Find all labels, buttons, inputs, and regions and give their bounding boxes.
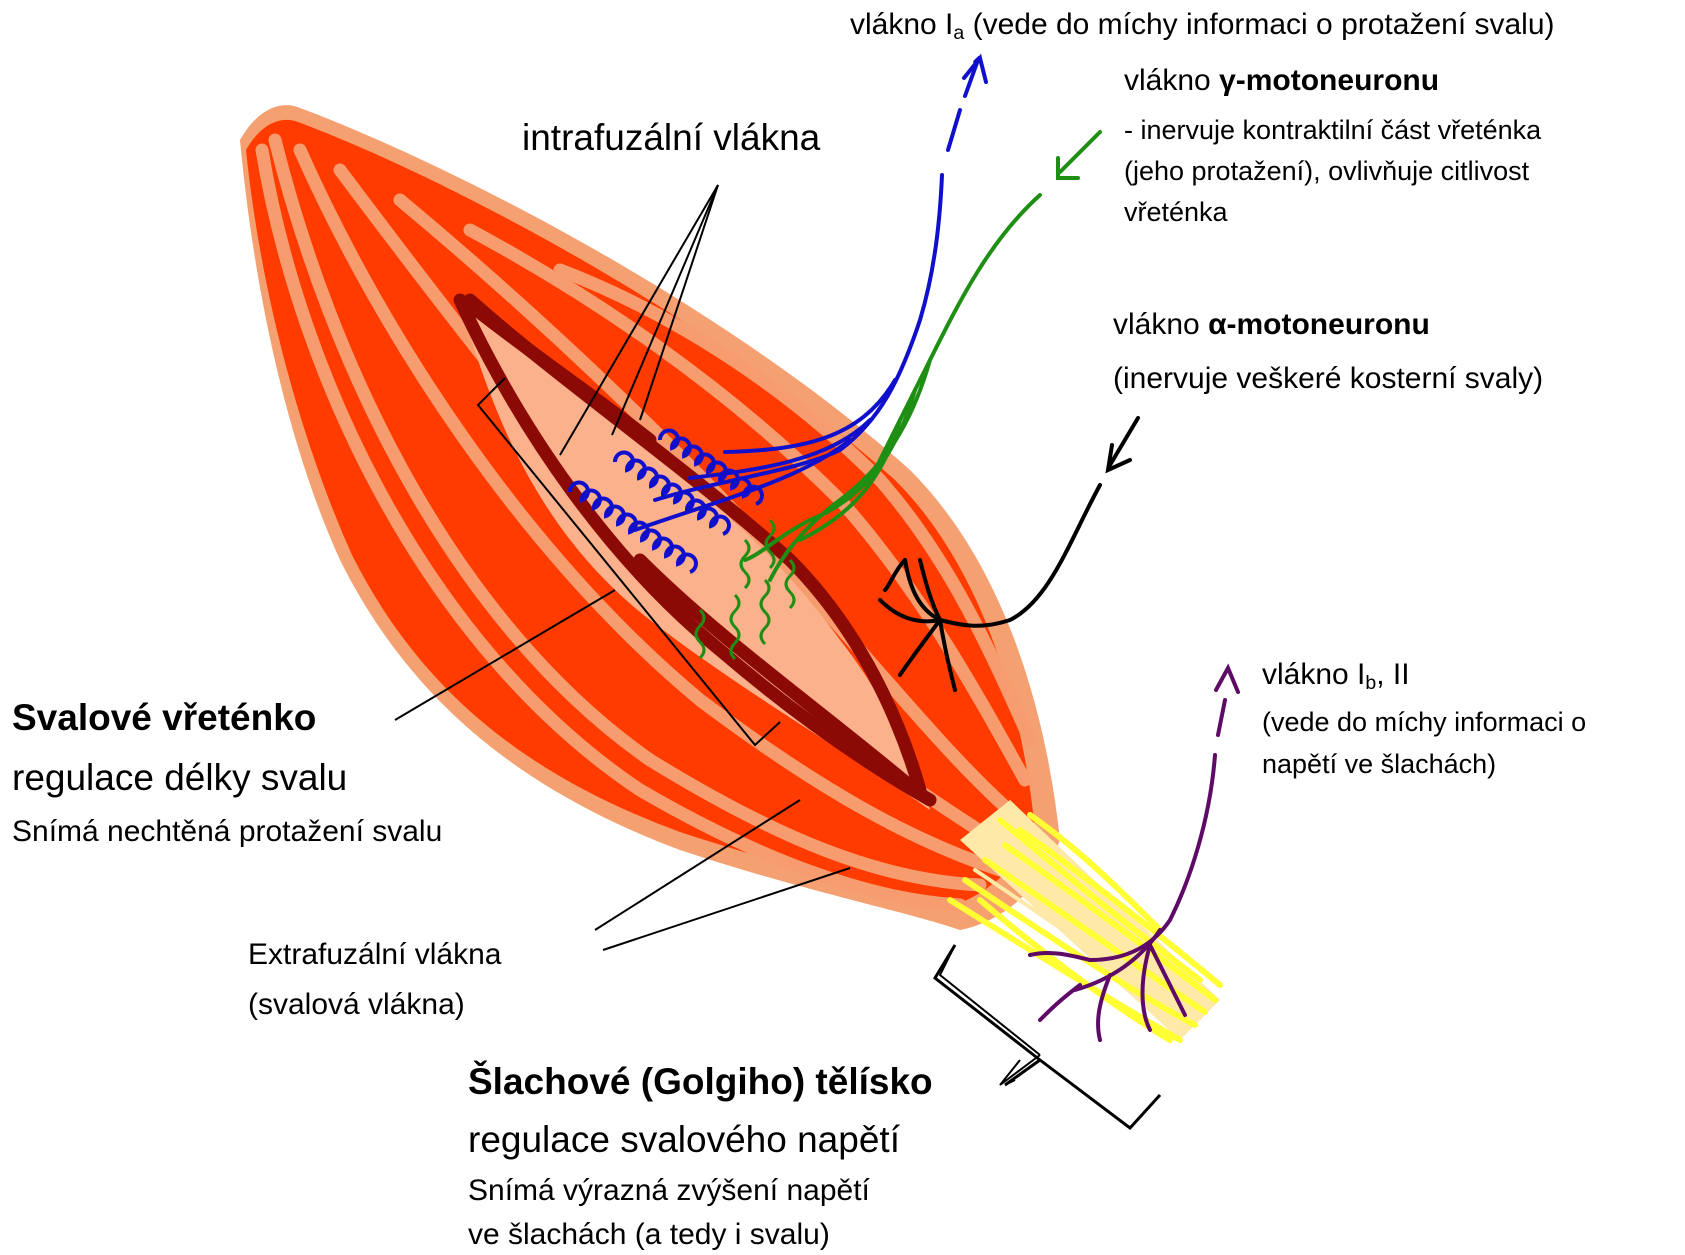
golgi-bracket-shape [933,944,1162,1131]
golgi-desc-1: Snímá výrazná zvýšení napětí [468,1174,870,1207]
spindle-bracket [476,377,781,747]
intrafusal-leader-2 [611,184,719,436]
spindle-capsule [460,300,930,810]
ia-arrow-head [962,53,988,84]
alpha-arrow-head [1105,443,1132,474]
ib-label-sub: b [1365,671,1377,694]
golgi-subtitle: regulace svalového napětí [468,1119,900,1160]
ib-desc-2: napětí ve šlachách) [1262,749,1497,779]
ia-label-suffix: (vede do míchy informaci o protažení sva… [964,8,1555,41]
ib-desc-1: (vede do míchy informaci o [1262,707,1587,737]
gamma-label-prefix: vlákno [1124,64,1220,97]
extrafusal-leader-1 [594,799,801,931]
golgi-bracket-lower [1039,1059,1161,1130]
ib-label-prefix: vlákno I [1262,658,1366,691]
tendon [947,800,1223,1043]
spindle-desc: Snímá nechtěná protažení svalu [12,815,443,848]
tendon-strands [947,812,1223,1043]
gamma-arrow-head [1056,156,1080,180]
alpha-motoneuron-fiber [878,416,1140,692]
ib-arrow-head [1214,663,1240,694]
ia-afferent-fiber [633,53,988,532]
gamma-motor-endings [694,518,796,661]
ib-label: vlákno Ib, II [1262,658,1410,694]
ia-label-prefix: vlákno I [850,8,954,41]
ib-afferent-fiber [1028,663,1240,1042]
intrafusal-leader-1 [559,184,719,456]
spindle-subtitle: regulace délky svalu [12,757,348,798]
extrafusal-line-2: (svalová vlákna) [248,988,465,1021]
golgi-desc-2: ve šlachách (a tedy i svalu) [468,1218,830,1251]
gamma-motoneuron-fiber [743,130,1102,582]
tendon-pale-strands [973,850,1212,1020]
intrafusal-label: intrafuzální vlákna [522,117,821,158]
extrafusal-leader-2 [602,867,851,951]
ia-label-sub: a [953,21,965,44]
gamma-label: vlákno γ-motoneuronu [1124,64,1439,97]
alpha-desc: (inervuje veškeré kosterní svaly) [1113,362,1544,395]
gamma-desc-3: vřeténka [1124,197,1228,227]
intrafusal-leader-3 [639,184,719,421]
gamma-desc-2: (jeho protažení), ovlivňuje citlivost [1124,156,1530,186]
golgi-bracket-2 [999,1054,1041,1086]
golgi-title: Šlachové (Golgiho) tělísko [468,1061,933,1102]
spindle-leader [394,589,616,721]
spindle-title: Svalové vřeténko [12,697,317,738]
annulospiral-endings [568,428,764,574]
alpha-label-prefix: vlákno [1113,308,1209,341]
ib-label-suffix: , II [1376,658,1410,691]
muscle-spindle [453,293,937,810]
ia-label: vlákno Ia (vede do míchy informaci o pro… [850,8,1555,44]
alpha-label-bold: α-motoneuronu [1208,308,1430,341]
golgi-bracket [938,944,1041,1056]
gamma-desc-1: - inervuje kontraktilní část vřeténka [1124,115,1542,145]
gamma-label-bold: γ-motoneuronu [1219,64,1440,97]
extrafusal-line-1: Extrafuzální vlákna [248,938,502,971]
alpha-label: vlákno α-motoneuronu [1113,308,1430,341]
